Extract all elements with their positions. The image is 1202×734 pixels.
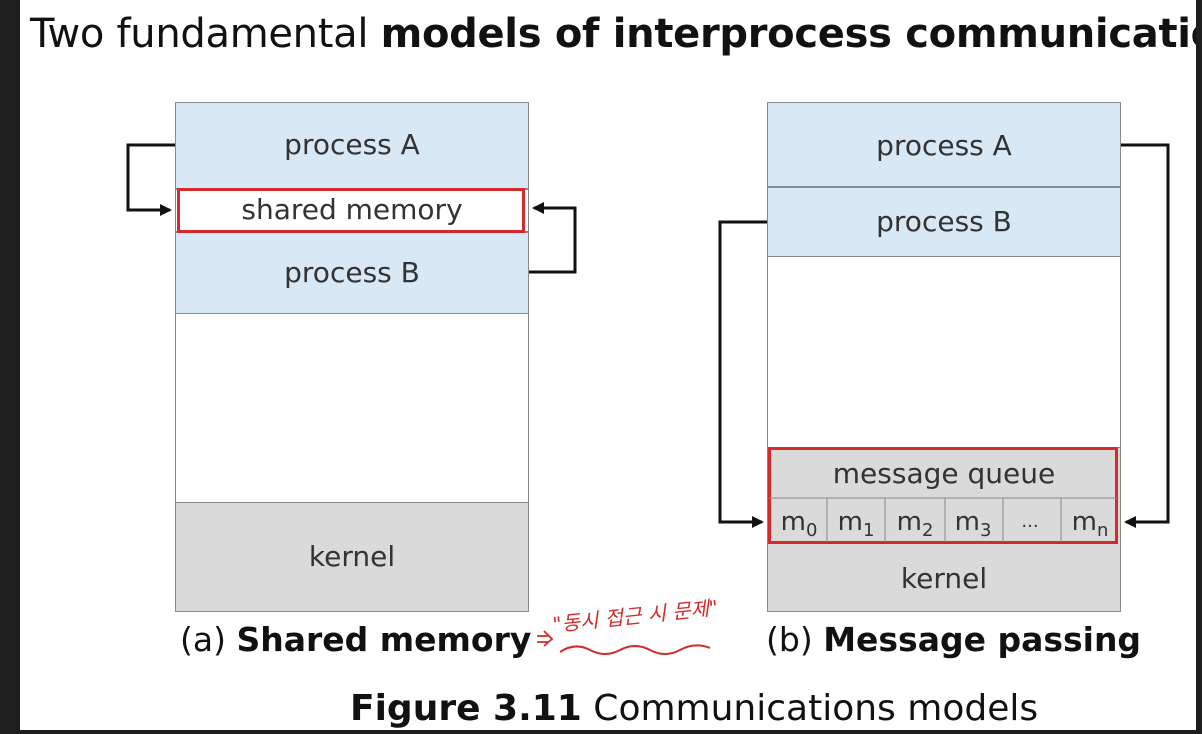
mp-process-a-region [767,102,1121,187]
shared-memory-highlight [177,188,525,233]
message-queue-region [767,447,1121,612]
mp-process-a-label: process A [876,129,1012,162]
shared-memory-caption: (a) Shared memory [180,620,532,659]
sm-process-a-region [175,102,529,189]
queue-cell: ... [1021,511,1039,532]
sm-kernel-region [175,502,529,612]
mp-process-b-label: process B [876,205,1012,238]
process-a-to-shared-memory-arrow [126,143,175,216]
handwritten-underline [559,644,711,655]
message-passing-caption: (b) Message passing [766,620,1142,659]
message-queue-label: message queue [832,457,1056,490]
shared-memory-label: shared memory [241,193,463,226]
queue-cell: m0 [780,507,818,542]
handwritten-arrow-mark [537,630,554,647]
queue-cell: m3 [954,507,992,542]
sm-process-b-region [175,232,529,314]
figure-caption: Figure 3.11 Communications models [350,688,1039,729]
sm-kernel-label: kernel [308,540,396,573]
process-b-to-shared-memory-arrow [529,202,577,274]
slide: Two fundamental models of interprocess c… [20,0,1196,730]
process-b-to-queue-arrow [718,220,767,528]
message-queue-highlight [768,447,1118,544]
mp-kernel-label: kernel [900,562,988,595]
slide-title: Two fundamental models of interprocess c… [30,11,1196,57]
process-a-to-queue-arrow [1121,143,1170,528]
mp-process-b-region [767,187,1121,257]
arrows-layer [126,143,1170,655]
sm-process-a-label: process A [284,128,420,161]
queue-cell: m2 [896,507,934,542]
queue-cell: mn [1071,507,1109,542]
queue-cell: m1 [837,507,875,542]
sm-process-b-label: process B [284,256,420,289]
